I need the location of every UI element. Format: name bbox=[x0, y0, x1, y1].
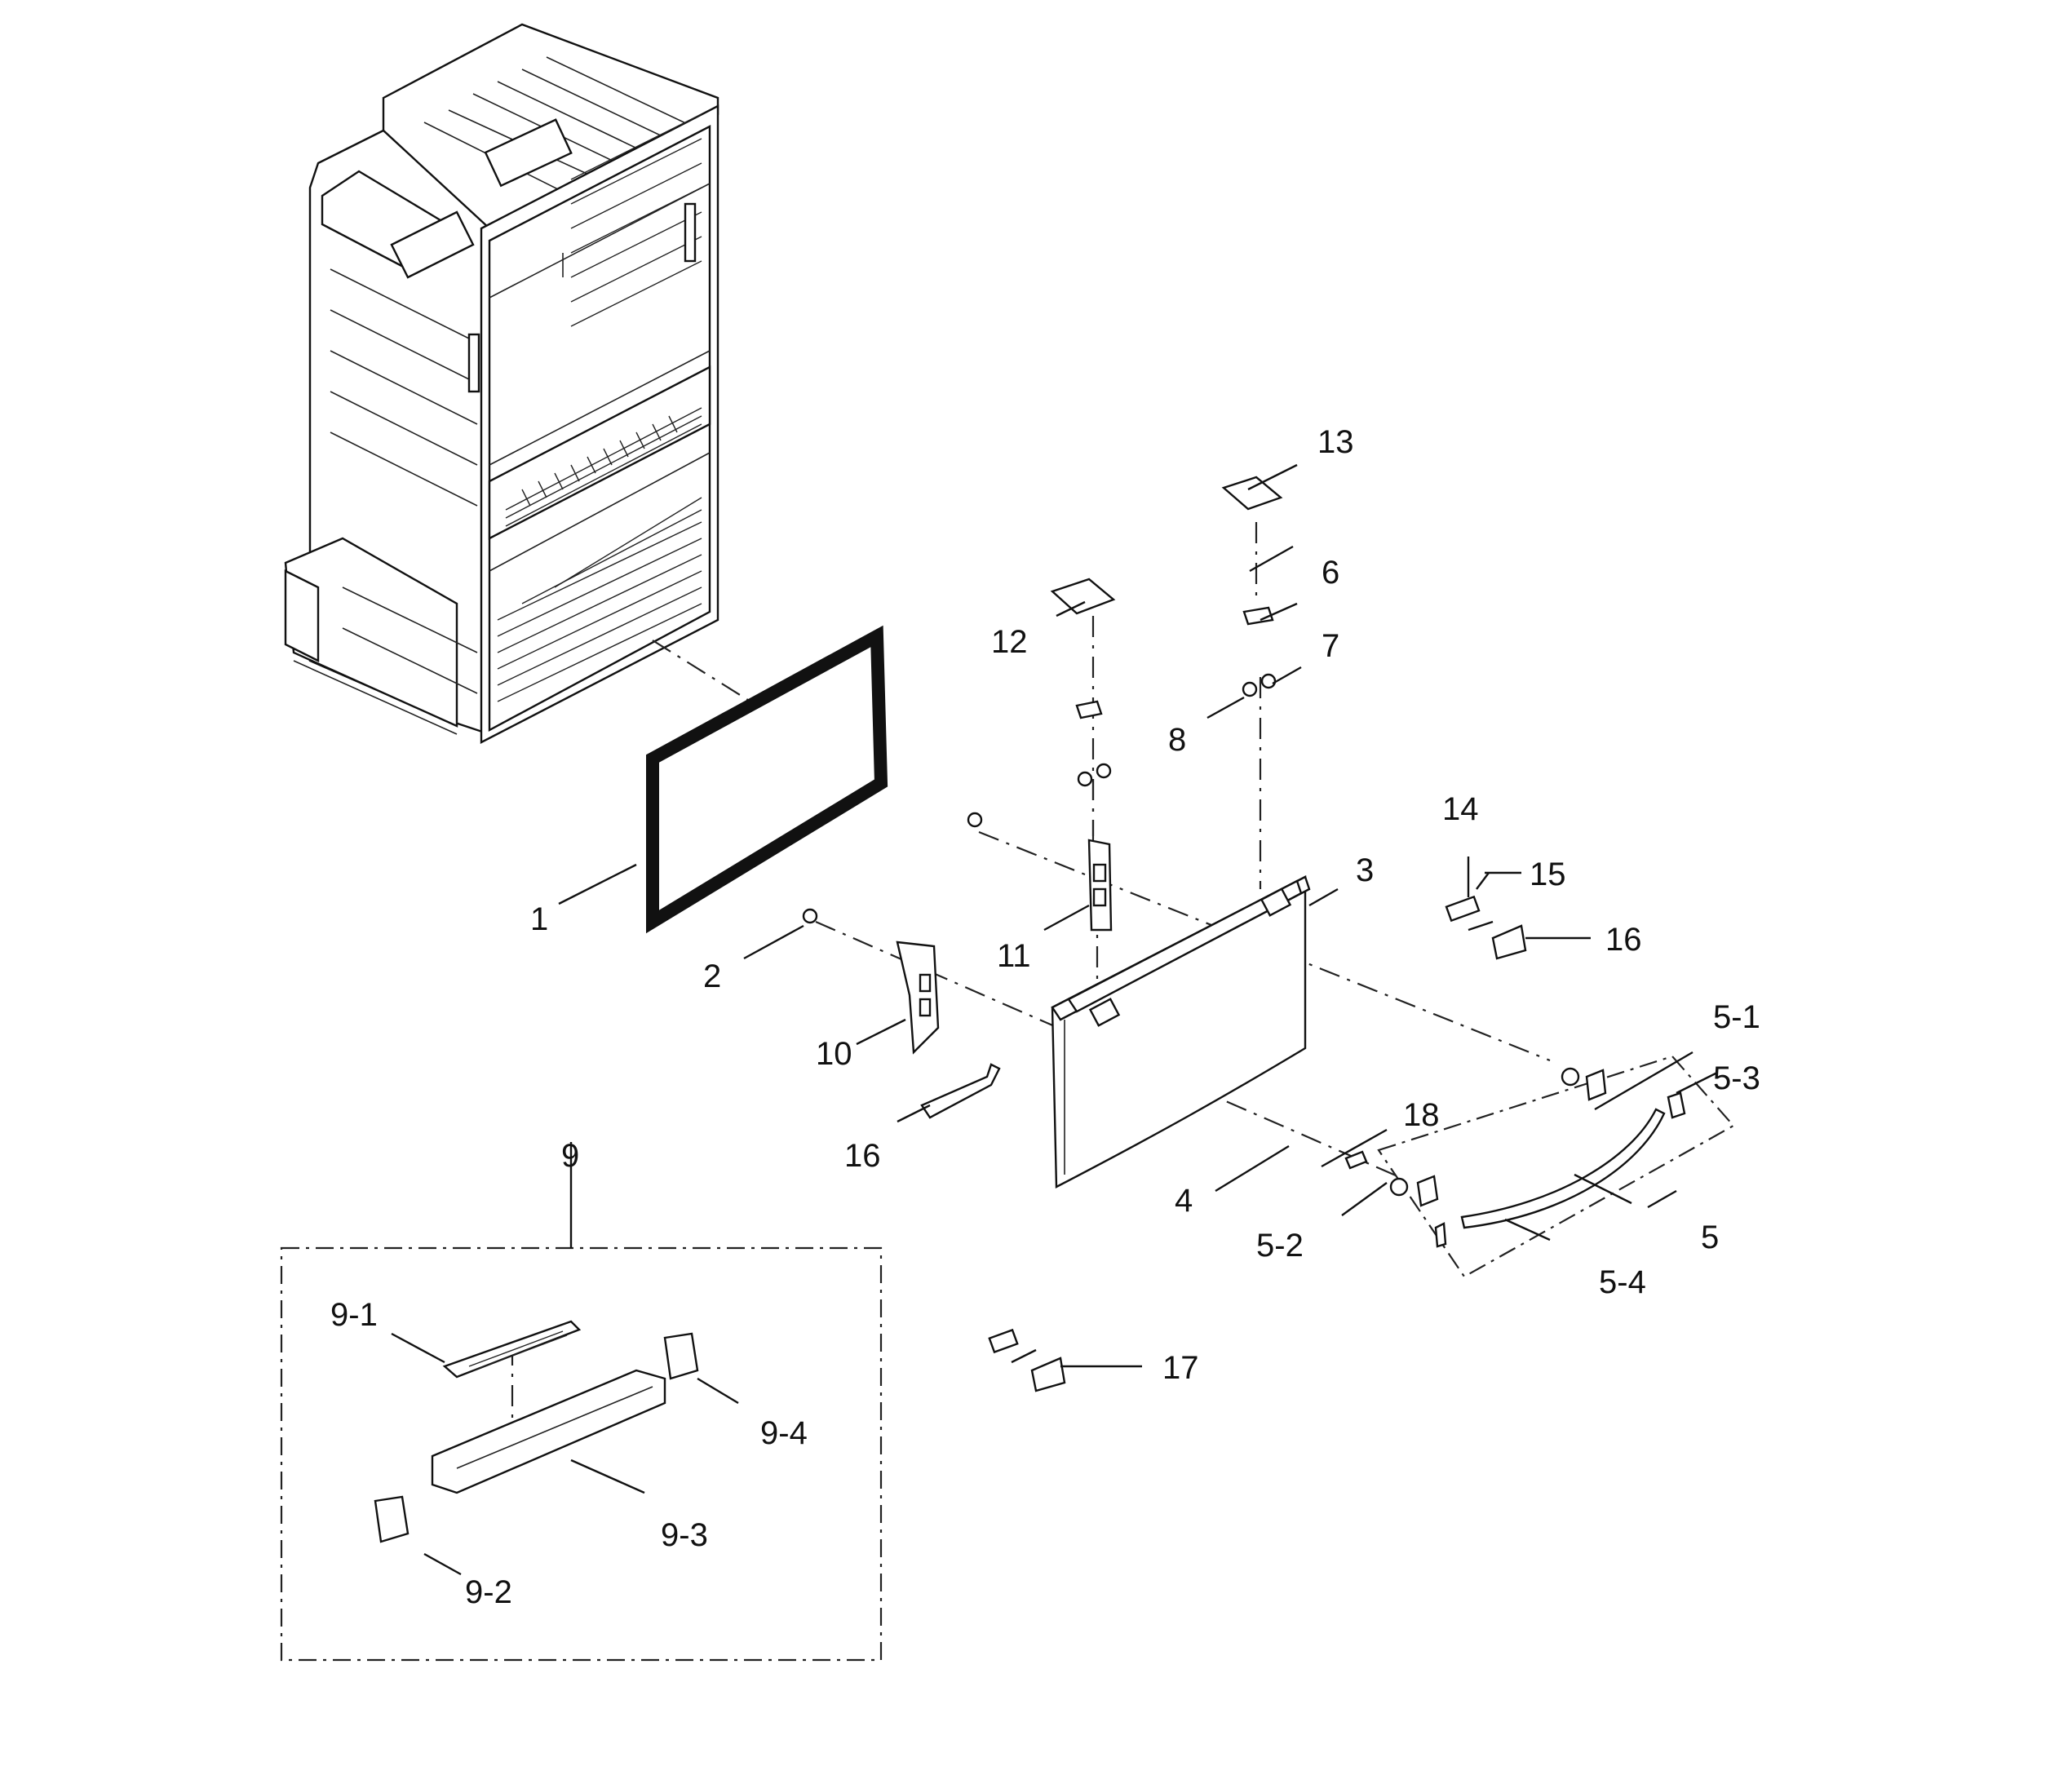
part-labels: 1 2 3 4 5 5-1 5-2 5-3 5-4 6 7 8 9 9-1 9-… bbox=[330, 424, 1760, 1610]
label-5-1: 5-1 bbox=[1713, 999, 1760, 1035]
drawer-assembly-9 bbox=[280, 1246, 883, 1662]
label-9-2: 9-2 bbox=[465, 1574, 512, 1610]
bushings-7-8 bbox=[1077, 673, 1277, 787]
label-5-4: 5-4 bbox=[1599, 1264, 1646, 1300]
assembly-lines bbox=[511, 522, 1551, 1436]
label-14: 14 bbox=[1442, 791, 1479, 827]
label-15: 15 bbox=[1530, 857, 1566, 892]
label-9-3: 9-3 bbox=[661, 1517, 708, 1553]
handle-assembly-5 bbox=[1377, 1055, 1735, 1278]
cover-12 bbox=[1050, 578, 1116, 615]
label-16-right: 16 bbox=[1605, 922, 1642, 958]
pin-6 bbox=[1242, 606, 1274, 626]
pin-12-bracket bbox=[1075, 700, 1103, 719]
label-4: 4 bbox=[1175, 1183, 1193, 1219]
label-2: 2 bbox=[703, 958, 721, 994]
label-8: 8 bbox=[1168, 722, 1186, 758]
label-6: 6 bbox=[1322, 555, 1339, 591]
freezer-door bbox=[1051, 875, 1311, 1188]
label-5-3: 5-3 bbox=[1713, 1060, 1760, 1096]
label-10: 10 bbox=[816, 1036, 852, 1072]
label-9-1: 9-1 bbox=[330, 1297, 378, 1333]
label-5: 5 bbox=[1701, 1219, 1719, 1255]
label-9: 9 bbox=[561, 1138, 579, 1174]
label-11: 11 bbox=[997, 938, 1031, 974]
hinge-bracket-10 bbox=[896, 941, 940, 1055]
leader-lines bbox=[391, 463, 1718, 1576]
guide-16-left bbox=[920, 1063, 1001, 1119]
door-gasket bbox=[646, 625, 888, 934]
refrigerator-cabinet bbox=[284, 23, 719, 744]
parts-17 bbox=[988, 1328, 1066, 1392]
screw-18 bbox=[1344, 1150, 1368, 1170]
label-3: 3 bbox=[1356, 852, 1374, 888]
label-5-2: 5-2 bbox=[1256, 1228, 1304, 1264]
label-9-4: 9-4 bbox=[760, 1415, 808, 1451]
screws-2 bbox=[802, 812, 983, 924]
label-17: 17 bbox=[1162, 1350, 1199, 1386]
label-18: 18 bbox=[1403, 1097, 1440, 1133]
label-13: 13 bbox=[1317, 424, 1354, 460]
cover-13 bbox=[1221, 476, 1283, 511]
label-1: 1 bbox=[530, 901, 548, 937]
label-7: 7 bbox=[1322, 628, 1339, 664]
label-12: 12 bbox=[991, 624, 1028, 660]
label-16-left: 16 bbox=[844, 1138, 881, 1174]
parts-14-15-16-right bbox=[1445, 895, 1527, 960]
hinge-bracket-11 bbox=[1087, 839, 1113, 932]
